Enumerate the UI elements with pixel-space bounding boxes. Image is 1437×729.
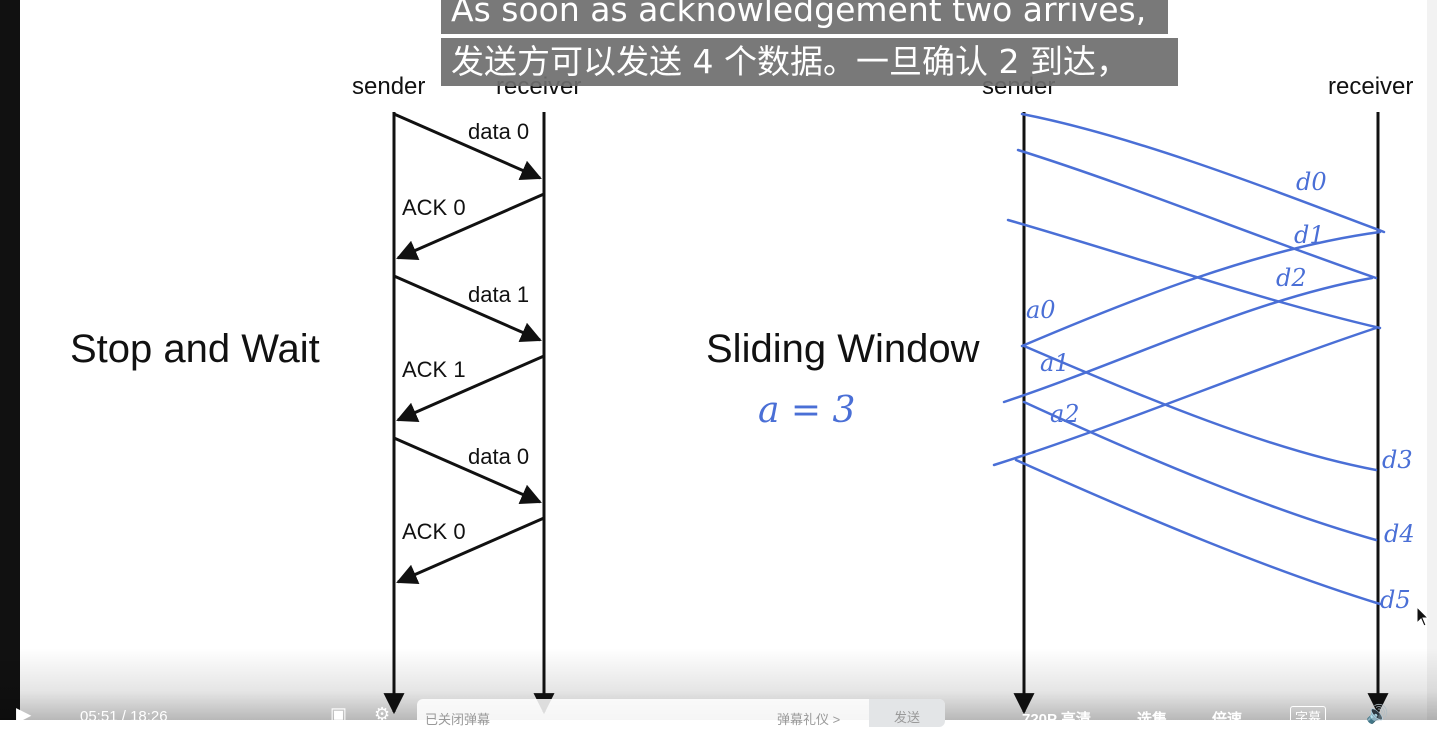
episodes-button[interactable]: 选集	[1137, 711, 1168, 728]
subtitle-button[interactable]: 字幕	[1290, 706, 1327, 727]
ack-label-a1: a1	[1040, 349, 1070, 377]
message-label: ACK 1	[402, 357, 466, 382]
data-line-d2	[1006, 218, 1382, 330]
data-1-arrow	[393, 274, 542, 343]
duration: 18:26	[130, 708, 168, 725]
handwritten-annotations	[992, 112, 1386, 606]
play-icon[interactable]: ▶	[16, 704, 32, 726]
data-line-d1	[1016, 148, 1378, 280]
data-label-d5: d5	[1380, 586, 1411, 614]
current-time: 05:51	[80, 708, 118, 725]
stop-and-wait-title: Stop and Wait	[70, 327, 320, 371]
ack-line-a2	[992, 326, 1378, 467]
data-label-d4: d4	[1384, 520, 1415, 548]
message-label: ACK 0	[402, 519, 466, 544]
data-0-second-arrow	[393, 436, 542, 505]
message-label: data 0	[468, 444, 529, 469]
data-line-d4	[1022, 400, 1378, 542]
quality-button[interactable]: 720P 高清	[1022, 711, 1091, 728]
player-left-edge	[0, 0, 20, 720]
cursor-icon	[1416, 606, 1430, 627]
danmaku-etiquette-link[interactable]: 弹幕礼仪 >	[777, 712, 841, 727]
time-display: 05:51 / 18:26	[80, 708, 168, 725]
player-right-edge	[1427, 0, 1437, 720]
data-label-d0: d0	[1296, 168, 1327, 196]
ack-0-second-arrow	[396, 516, 545, 585]
ack-label-a0: a0	[1026, 296, 1056, 324]
time-separator: /	[121, 708, 126, 725]
data-0-arrow	[393, 112, 542, 181]
subtitle-chinese: 发送方可以发送 4 个数据。一旦确认 2 到达，	[441, 38, 1178, 86]
danmaku-input[interactable]: 已关闭弹幕 弹幕礼仪 > 发送	[417, 699, 945, 727]
data-line-d5	[1014, 458, 1382, 606]
send-button[interactable]: 发送	[869, 699, 945, 727]
left-sender-label: sender	[352, 73, 425, 100]
danmaku-settings-icon[interactable]: ⚙	[374, 704, 391, 724]
ack-label-a2: a2	[1050, 400, 1080, 428]
message-label: ACK 0	[402, 195, 466, 220]
data-label-d3: d3	[1382, 446, 1413, 474]
subtitle-english: As soon as acknowledgement two arrives,	[441, 0, 1168, 34]
ack-0-arrow	[396, 192, 545, 261]
ack-1-arrow	[396, 354, 545, 423]
data-line-d0	[1020, 112, 1386, 234]
danmaku-placeholder: 已关闭弹幕	[425, 712, 491, 727]
message-label: data 0	[468, 119, 529, 144]
window-size-note: a = 3	[758, 390, 855, 431]
ack-line-a0	[1020, 230, 1382, 348]
right-receiver-label: receiver	[1328, 73, 1413, 100]
danmaku-toggle-icon[interactable]: ▣	[330, 704, 348, 724]
message-label: data 1	[468, 282, 529, 307]
sliding-window-title: Sliding Window	[706, 327, 980, 371]
data-label-d2: d2	[1276, 264, 1307, 292]
data-label-d1: d1	[1294, 221, 1325, 249]
data-line-d3	[1022, 344, 1378, 472]
ack-line-a1	[1002, 276, 1374, 404]
volume-icon[interactable]: 🔊	[1366, 704, 1389, 724]
speed-button[interactable]: 倍速	[1212, 711, 1243, 728]
